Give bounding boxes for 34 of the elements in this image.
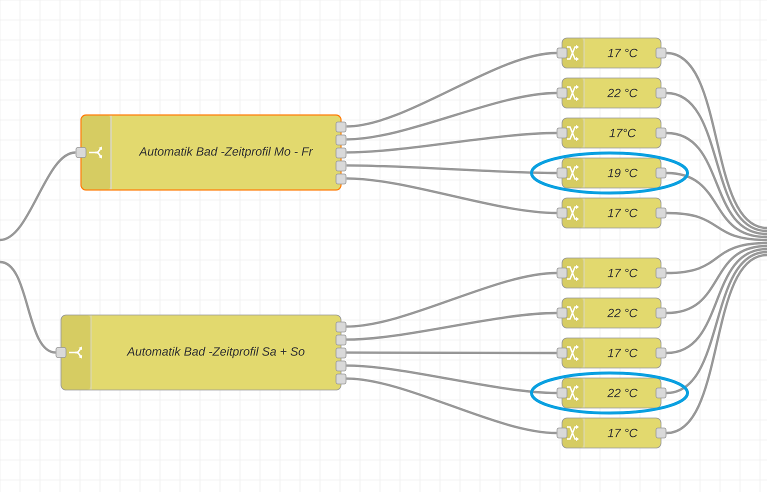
wire [336, 308, 568, 346]
wire [336, 128, 568, 158]
change-node: 17 °C [562, 258, 662, 288]
wire [336, 48, 568, 132]
wire [336, 348, 568, 358]
wire [656, 168, 767, 238]
change-node: 22 °C [562, 78, 662, 108]
wire [656, 128, 767, 236]
change-node: 17 °C [562, 418, 662, 448]
switch-node: Automatik Bad -Zeitprofil Sa + So [60, 314, 342, 390]
change-node: 17 °C [562, 338, 662, 368]
wire [656, 208, 767, 242]
change-node: 17 °C [562, 198, 662, 228]
change-node: 19 °C [562, 158, 662, 188]
wire [656, 242, 767, 278]
wire [336, 174, 568, 218]
change-node: 17 °C [562, 38, 662, 68]
wire [0, 260, 66, 358]
wire [336, 360, 568, 398]
switch-node: Automatik Bad -Zeitprofil Mo - Fr [80, 114, 342, 191]
wire [656, 88, 767, 232]
wire [656, 248, 767, 358]
wire [0, 147, 86, 242]
wire [656, 254, 767, 438]
wire [336, 374, 568, 438]
wire [656, 244, 767, 318]
wire [336, 160, 568, 178]
change-node: 17°C [562, 118, 662, 148]
wire [336, 88, 568, 146]
wire [656, 250, 767, 398]
wire [336, 268, 568, 332]
wire [656, 48, 767, 230]
change-node: 22 °C [562, 378, 662, 408]
change-node: 22 °C [562, 298, 662, 328]
